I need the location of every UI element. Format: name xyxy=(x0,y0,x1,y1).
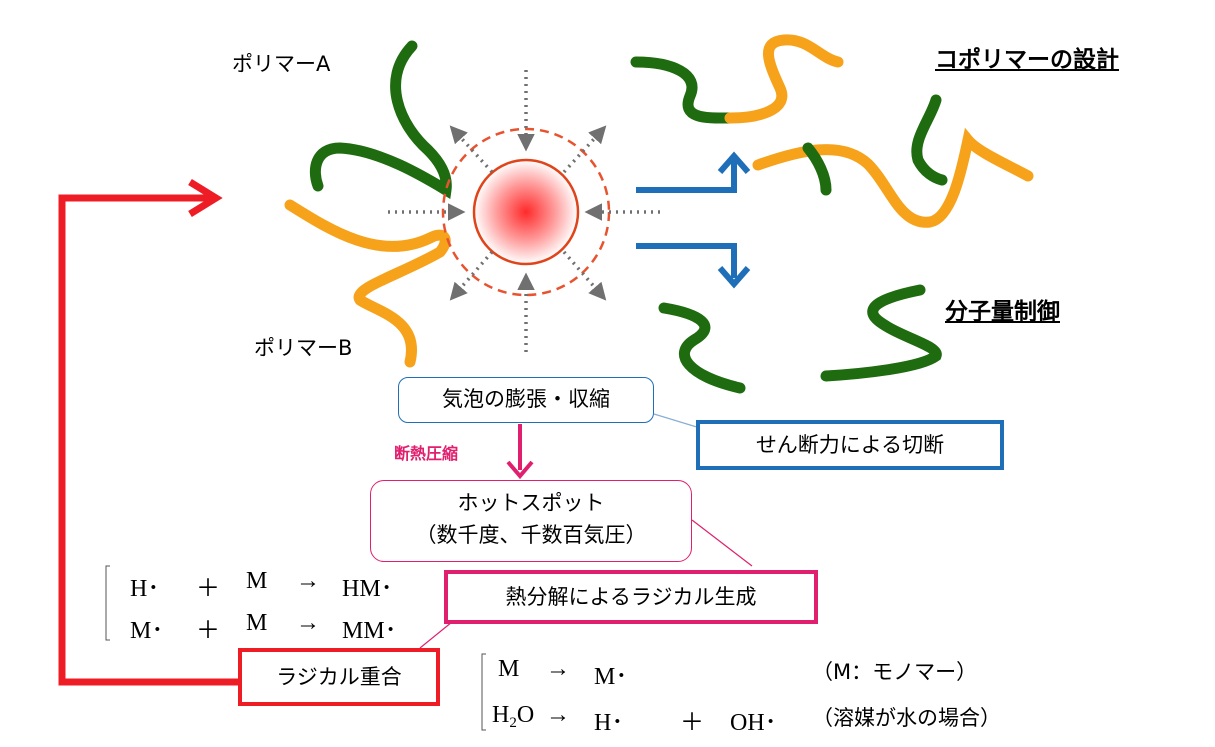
hotspot-line2: （数千度、千数百気圧） xyxy=(415,523,647,547)
eq-left-2-op: ＋ xyxy=(196,618,220,644)
polymer-b-chain xyxy=(284,199,451,368)
copolymer-design-title: コポリマーの設計 xyxy=(935,47,1119,73)
polymer-b-label: ポリマーB xyxy=(254,336,353,360)
bubble-box: 気泡の膨張・収縮 xyxy=(398,377,654,423)
copolymer-green-branch xyxy=(802,94,948,196)
fragment-chain-1 xyxy=(658,302,746,394)
copolymer-orange-segment xyxy=(724,34,844,124)
adiabatic-label: 断熱圧縮 xyxy=(394,444,459,463)
eq-left-2-c: MM･ xyxy=(342,618,397,644)
mw-control-title: 分子量制御 xyxy=(945,299,1060,325)
arrow-to-mw-control xyxy=(636,243,737,278)
arrow-to-copolymer-head xyxy=(717,151,751,174)
copolymer-green-segment xyxy=(630,56,736,124)
thermal-to-polymerization-connector xyxy=(419,621,453,649)
arrow-to-mw-control-head xyxy=(717,266,751,289)
eq-left-2-b: M xyxy=(246,610,268,636)
fragment-chain-2 xyxy=(820,284,942,382)
eq-right-1-b: M･ xyxy=(594,664,628,690)
feedback-arrow-head xyxy=(188,179,223,217)
copolymer-orange-chain xyxy=(752,127,1034,228)
feedback-loop-line xyxy=(58,194,240,686)
eq-right-1-note: （M：モノマー） xyxy=(812,660,978,684)
adiabatic-arrow-head xyxy=(506,460,534,480)
right-equations-brace xyxy=(481,653,486,731)
eq-right-2-c: OH･ xyxy=(730,710,777,736)
hotspot-box: ホットスポット （数千度、千数百気圧） xyxy=(370,480,692,562)
eq-right-1-a: M xyxy=(498,656,520,682)
hotspot-to-thermal-connector xyxy=(691,519,753,567)
polymerization-box: ラジカル重合 xyxy=(238,648,440,706)
eq-right-2-arrow: → xyxy=(546,702,570,728)
left-equations-brace xyxy=(105,565,110,641)
polymer-a-chain xyxy=(309,40,452,199)
eq-right-2-b: H･ xyxy=(594,710,624,736)
eq-left-1-c: HM･ xyxy=(342,576,393,602)
shear-box: せん断力による切断 xyxy=(696,420,1004,470)
thermal-box: 熱分解によるラジカル生成 xyxy=(444,570,818,624)
eq-left-1-arrow: → xyxy=(296,568,320,594)
hotspot-line1: ホットスポット xyxy=(457,491,605,515)
eq-left-2-arrow: → xyxy=(296,610,320,636)
polymer-a-label: ポリマーA xyxy=(232,52,331,76)
eq-right-2-a: H2O xyxy=(492,702,535,731)
eq-left-1-op: ＋ xyxy=(196,576,220,602)
eq-right-2-note: （溶媒が水の場合） xyxy=(812,706,1001,730)
pressure-arrows xyxy=(388,70,660,352)
eq-right-2-op: ＋ xyxy=(680,710,704,736)
bubble-hotspot xyxy=(472,158,580,266)
arrow-to-copolymer xyxy=(636,160,737,193)
eq-left-1-a: H･ xyxy=(130,576,160,602)
bubble-to-shear-connector xyxy=(653,413,701,429)
eq-right-1-arrow: → xyxy=(546,656,570,682)
eq-left-2-a: M･ xyxy=(130,618,164,644)
eq-left-1-b: M xyxy=(246,568,268,594)
